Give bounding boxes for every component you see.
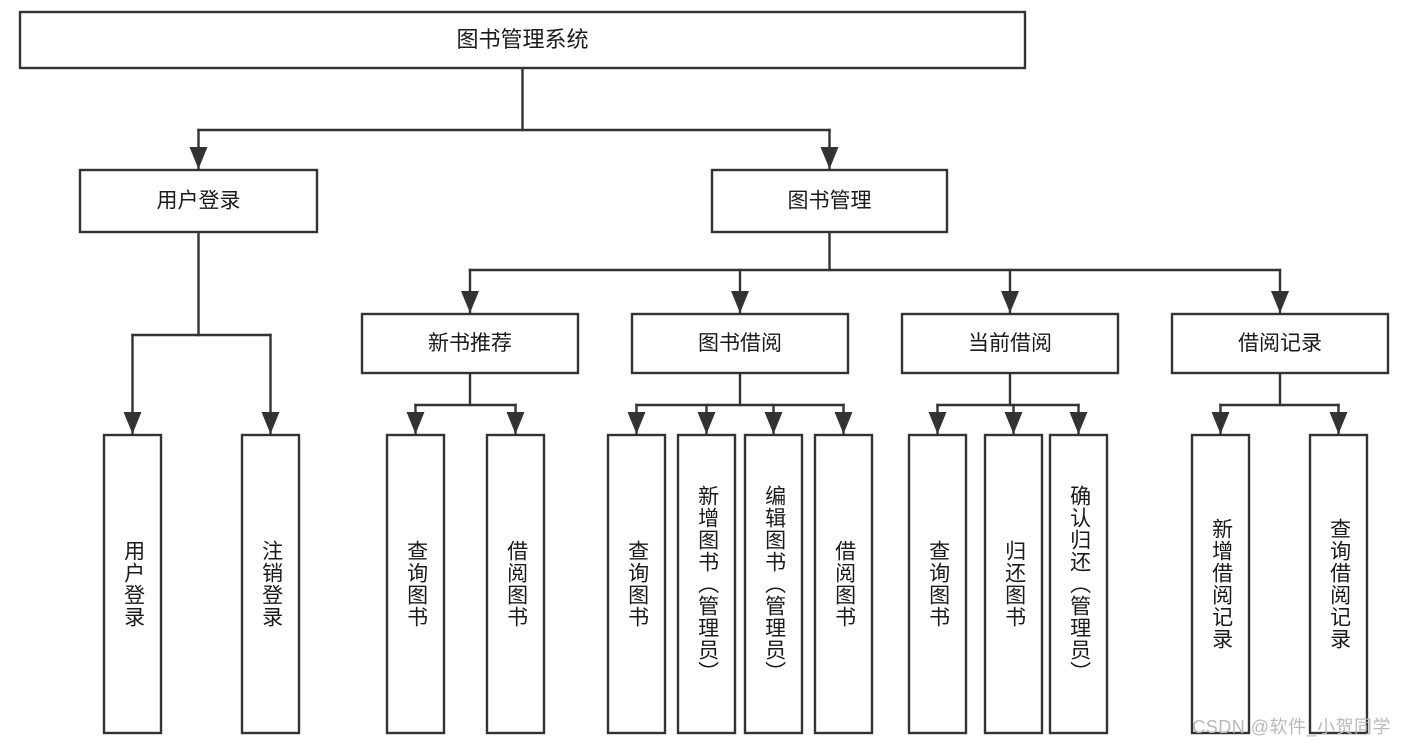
- arrow-head-icon: [820, 147, 839, 169]
- node-label-root: 图书管理系统: [456, 27, 588, 52]
- node-box-user-login[interactable]: [78, 168, 319, 234]
- node-label-borrow-record: 借阅记录: [1238, 332, 1322, 355]
- arrow-head-icon: [1271, 291, 1289, 313]
- node-box-leaf-add-borrow-record[interactable]: [1190, 433, 1251, 735]
- node-box-leaf-add-book[interactable]: [676, 433, 737, 735]
- arrow-head-icon: [697, 412, 716, 434]
- node-boxes-layer: [18, 10, 1390, 735]
- arrow-head-icon: [406, 412, 425, 434]
- node-box-leaf-edit-book[interactable]: [743, 433, 804, 735]
- node-box-book-borrow[interactable]: [630, 312, 850, 375]
- node-label-current-borrow: 当前借阅: [968, 332, 1052, 355]
- watermark-text: CSDN @软件_小贺同学: [1192, 717, 1391, 737]
- arrow-head-icon: [461, 291, 479, 313]
- arrow-head-icon: [1004, 412, 1023, 434]
- arrow-head-icon: [1069, 412, 1088, 434]
- node-box-leaf-query-book-borrow[interactable]: [606, 433, 667, 735]
- node-box-current-borrow[interactable]: [900, 312, 1120, 375]
- node-box-leaf-query-book-current[interactable]: [907, 433, 968, 735]
- arrow-head-icon: [123, 412, 142, 434]
- node-box-leaf-user-login[interactable]: [102, 433, 163, 735]
- arrow-head-icon: [261, 412, 280, 434]
- arrow-head-icon: [1329, 412, 1348, 434]
- arrow-head-icon: [1001, 291, 1019, 313]
- node-box-leaf-borrow-book-recommend[interactable]: [485, 433, 546, 735]
- arrow-head-icon: [189, 147, 208, 169]
- arrow-head-icon: [506, 412, 525, 434]
- arrow-head-icon: [928, 412, 947, 434]
- arrow-head-icon: [1211, 412, 1230, 434]
- node-box-leaf-borrow-book[interactable]: [813, 433, 874, 735]
- node-label-book-management: 图书管理: [788, 190, 872, 213]
- node-label-book-borrow: 图书借阅: [698, 332, 782, 355]
- node-box-leaf-return-book[interactable]: [983, 433, 1044, 735]
- arrow-head-icon: [627, 412, 646, 434]
- node-label-user-login: 用户登录: [157, 190, 241, 213]
- node-box-leaf-logout-login[interactable]: [240, 433, 301, 735]
- node-box-new-book-recommend[interactable]: [360, 312, 580, 375]
- node-box-root[interactable]: [18, 10, 1027, 70]
- arrow-head-icon: [731, 291, 749, 313]
- node-box-borrow-record[interactable]: [1170, 312, 1390, 375]
- node-box-leaf-confirm-return[interactable]: [1048, 433, 1109, 735]
- node-label-new-book-recommend: 新书推荐: [428, 332, 512, 355]
- node-box-leaf-query-borrow-record[interactable]: [1308, 433, 1369, 735]
- node-box-book-management[interactable]: [710, 168, 949, 234]
- connectors-layer: [123, 66, 1348, 436]
- arrow-head-icon: [834, 412, 853, 434]
- arrow-head-icon: [764, 412, 783, 434]
- node-box-leaf-query-book-recommend[interactable]: [385, 433, 446, 735]
